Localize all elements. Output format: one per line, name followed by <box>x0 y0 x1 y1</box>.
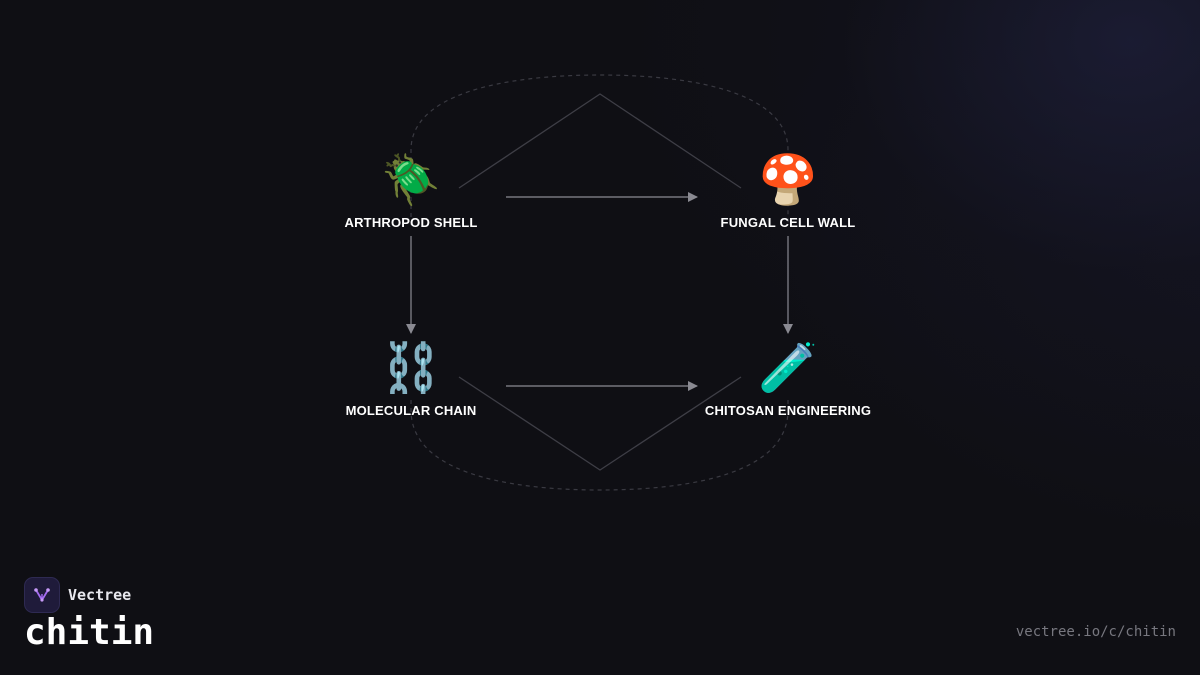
node-fungal-cell-wall: 🍄 FUNGAL CELL WALL <box>688 153 888 230</box>
frame-bottom <box>458 376 742 471</box>
vectree-logo-icon <box>24 577 60 613</box>
node-molecular-chain: ⛓️ MOLECULAR CHAIN <box>311 341 511 418</box>
frame-top <box>458 93 742 189</box>
beetle-icon: 🪲 <box>381 154 441 207</box>
node-label: ARTHROPOD SHELL <box>344 215 478 230</box>
node-chitosan-engineering: 🧪 CHITOSAN ENGINEERING <box>688 341 888 418</box>
node-arthropod-shell: 🪲 ARTHROPOD SHELL <box>311 153 511 230</box>
test-tube-icon: 🧪 <box>758 342 818 395</box>
brand-name: Vectree <box>68 586 132 604</box>
chain-icon: ⛓️ <box>381 342 441 395</box>
dashed-outline <box>410 74 789 491</box>
page-url[interactable]: vectree.io/c/chitin <box>1015 624 1176 640</box>
node-label: MOLECULAR CHAIN <box>345 403 477 418</box>
brand[interactable]: Vectree <box>24 577 131 613</box>
page-title: chitin <box>24 612 155 653</box>
mushroom-icon: 🍄 <box>758 154 818 207</box>
node-label: CHITOSAN ENGINEERING <box>704 403 872 418</box>
node-label: FUNGAL CELL WALL <box>720 215 856 230</box>
